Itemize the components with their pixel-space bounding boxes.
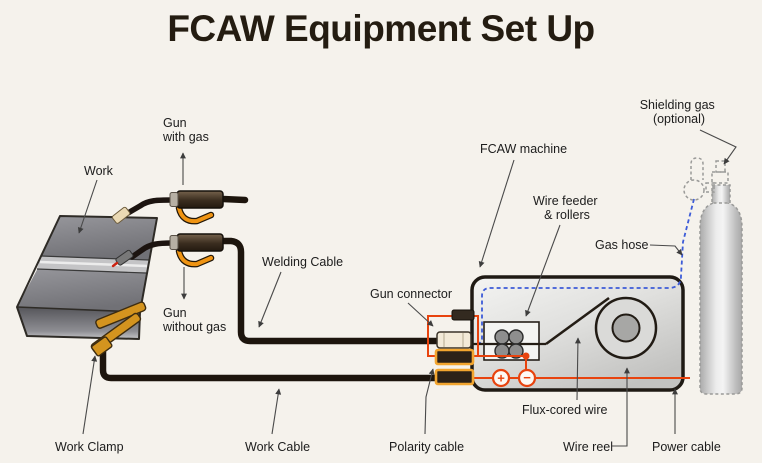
leader-wire-reel xyxy=(612,367,630,447)
gun-neck xyxy=(129,240,175,260)
label-text: (optional) xyxy=(653,112,705,126)
polarity-terminal-2 xyxy=(434,368,475,386)
label-polarity-cable: Polarity cable xyxy=(389,368,464,454)
gun-without-gas xyxy=(111,233,224,268)
gun-with-gas xyxy=(111,190,224,225)
label-text: Work Clamp xyxy=(55,440,124,454)
feed-rollers xyxy=(494,329,524,359)
gun-collar xyxy=(169,235,179,250)
leader-shielding-gas xyxy=(699,129,737,165)
gun-neck xyxy=(125,197,175,216)
label-text: with gas xyxy=(162,130,209,144)
label-text: Wire reel xyxy=(563,440,613,454)
label-gas-hose: Gas hose xyxy=(595,238,683,256)
svg-text:Shielding gas (optiona: Shielding gas (optional) xyxy=(640,98,719,126)
label-text: without gas xyxy=(162,320,226,334)
label-text: Welding Cable xyxy=(262,255,343,269)
polarity-terminal-1 xyxy=(434,348,475,366)
valve-body xyxy=(711,171,729,184)
minus-sign: − xyxy=(523,370,531,385)
gas-nozzle-tip xyxy=(111,206,131,224)
diagram-title: FCAW Equipment Set Up xyxy=(167,8,595,49)
label-text: Shielding gas xyxy=(640,98,715,112)
label-work-cable: Work Cable xyxy=(245,388,310,454)
minus-symbol: − xyxy=(517,368,537,388)
flux-cored-wire-line xyxy=(545,296,610,346)
trigger xyxy=(177,206,213,224)
gun-with-gas-cable-stub xyxy=(219,195,249,204)
wire-stickout xyxy=(111,261,119,268)
valve-handle xyxy=(715,160,726,173)
leader-gun-connector xyxy=(407,302,434,327)
label-text: Polarity cable xyxy=(389,440,464,454)
gun-body xyxy=(176,233,224,252)
label-work: Work xyxy=(77,164,114,234)
label-text: Work xyxy=(84,164,114,178)
svg-text:Gun with gas: Gun with gas xyxy=(162,116,209,144)
gun-collar xyxy=(169,192,179,207)
label-flux-cored-wire: Flux-cored wire xyxy=(522,337,607,417)
label-text: & rollers xyxy=(544,208,590,222)
label-text: Gas hose xyxy=(595,238,649,252)
leader-wire-feeder xyxy=(525,224,561,317)
label-text: Gun connector xyxy=(370,287,452,301)
leader-polarity-cable xyxy=(424,368,435,435)
label-gun-without-gas: Gun without gas xyxy=(162,267,226,334)
gun-body xyxy=(176,190,224,209)
label-text: Flux-cored wire xyxy=(522,403,607,417)
leader-fcaw-machine xyxy=(478,159,515,268)
label-text: Power cable xyxy=(652,440,721,454)
machine-stub-connector xyxy=(451,309,475,321)
label-power-cable: Power cable xyxy=(652,388,721,454)
polarity-terminals xyxy=(434,348,475,386)
label-fcaw-machine: FCAW machine xyxy=(478,142,567,268)
label-shielding-gas: Shielding gas (optional) xyxy=(640,98,737,165)
work-cable-line xyxy=(99,348,444,382)
leader-work-clamp xyxy=(82,355,98,435)
cylinder-neck xyxy=(711,184,731,204)
leader-gas-hose xyxy=(649,244,683,256)
label-text: Work Cable xyxy=(245,440,310,454)
leader-work xyxy=(77,179,98,234)
label-wire-reel: Wire reel xyxy=(563,367,630,454)
workpiece xyxy=(16,215,158,340)
gas-cylinder xyxy=(683,157,743,395)
label-gun-connector: Gun connector xyxy=(370,287,452,327)
trigger xyxy=(177,249,213,267)
label-gun-with-gas: Gun with gas xyxy=(162,116,209,185)
label-wire-feeder: Wire feeder & rollers xyxy=(525,194,601,317)
svg-text:Wire feeder & rollers: Wire feeder & rollers xyxy=(533,194,601,222)
label-text: Wire feeder xyxy=(533,194,598,208)
label-text: Gun xyxy=(163,306,187,320)
leader-flux-cored-wire xyxy=(574,337,581,401)
label-welding-cable: Welding Cable xyxy=(258,255,343,328)
upper-plate-face xyxy=(41,216,157,260)
leader-welding-cable xyxy=(258,271,282,328)
label-text: FCAW machine xyxy=(480,142,567,156)
svg-text:Gun without gas: Gun without gas xyxy=(162,306,226,334)
welding-cable-line xyxy=(218,237,448,345)
plus-symbol: + xyxy=(491,368,511,388)
wire-reel xyxy=(594,296,658,360)
plus-sign: + xyxy=(497,371,505,386)
leader-work-cable xyxy=(271,388,282,435)
gun-connector-block xyxy=(436,331,472,349)
gas-hose-line xyxy=(474,198,695,345)
label-text: Gun xyxy=(163,116,187,130)
work-clamp xyxy=(90,301,147,357)
label-work-clamp: Work Clamp xyxy=(55,355,124,454)
regulator xyxy=(683,157,729,201)
lower-plate-face xyxy=(17,268,147,312)
